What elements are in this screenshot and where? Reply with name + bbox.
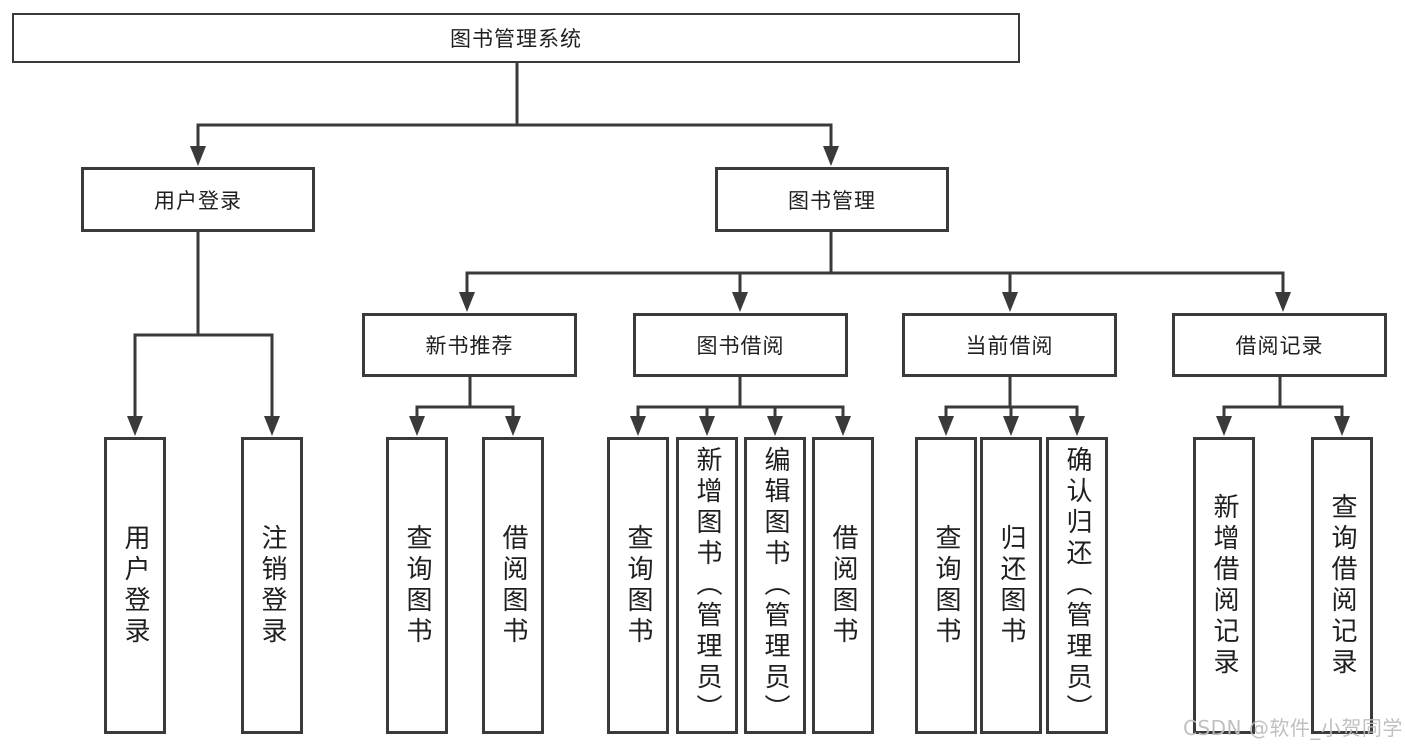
node-label: 确认归还（管理员） — [1062, 446, 1092, 725]
connector-current-borrow-children — [938, 377, 1085, 436]
arrowhead — [264, 416, 280, 436]
node-label: 借阅记录 — [1235, 334, 1324, 358]
leaf-query-books-rec: 查询图书 — [386, 437, 448, 734]
node-label: 新增借阅记录 — [1209, 492, 1239, 679]
leaf-logout: 注销登录 — [241, 437, 303, 734]
arrowhead — [1003, 416, 1019, 436]
leaf-add-books-admin: 新增图书（管理员） — [676, 437, 738, 734]
arrowhead — [1069, 416, 1085, 436]
node-label: 注销登录 — [257, 523, 287, 648]
connector-user-login-children — [127, 232, 280, 436]
csdn-watermark: CSDN @软件_小贺同学 — [1183, 716, 1403, 740]
node-label: 借阅图书 — [828, 523, 858, 648]
node-label: 用户登录 — [154, 188, 242, 213]
connector-borrow-records-children — [1216, 377, 1350, 436]
arrowhead — [630, 416, 646, 436]
node-current-borrow: 当前借阅 — [902, 313, 1117, 377]
connector-book-mgmt-children — [459, 232, 1291, 312]
node-user-login: 用户登录 — [81, 167, 315, 232]
leaf-query-books: 查询图书 — [607, 437, 669, 734]
arrowhead — [190, 146, 206, 166]
node-label: 当前借阅 — [965, 334, 1054, 358]
arrowhead — [505, 416, 521, 436]
arrowhead — [409, 416, 425, 436]
arrowhead — [127, 416, 143, 436]
node-root-system: 图书管理系统 — [12, 13, 1020, 63]
node-label: 查询图书 — [402, 523, 432, 648]
node-book-management: 图书管理 — [715, 167, 949, 232]
leaf-return-books: 归还图书 — [980, 437, 1042, 734]
node-label: 查询图书 — [931, 523, 961, 648]
leaf-add-borrow-record: 新增借阅记录 — [1193, 437, 1255, 734]
arrowhead — [938, 416, 954, 436]
leaf-borrow-books: 借阅图书 — [812, 437, 874, 734]
arrowhead — [732, 292, 748, 312]
leaf-query-borrow-record: 查询借阅记录 — [1311, 437, 1373, 734]
node-label: 图书管理 — [788, 188, 876, 213]
node-label: 新书推荐 — [425, 334, 514, 358]
arrowhead — [459, 292, 475, 312]
node-borrow-records: 借阅记录 — [1172, 313, 1387, 377]
arrowhead — [835, 416, 851, 436]
leaf-query-books-current: 查询图书 — [915, 437, 977, 734]
node-label: 归还图书 — [996, 523, 1026, 648]
arrowhead — [1334, 416, 1350, 436]
connector-root-to-level2 — [190, 63, 839, 166]
node-label: 查询图书 — [623, 523, 653, 648]
node-label: 用户登录 — [120, 523, 150, 648]
node-label: 借阅图书 — [498, 523, 528, 648]
connector-new-rec-children — [409, 377, 521, 436]
leaf-user-login: 用户登录 — [104, 437, 166, 734]
node-label: 图书管理系统 — [450, 27, 582, 51]
arrowhead — [823, 146, 839, 166]
leaf-borrow-books-rec: 借阅图书 — [482, 437, 544, 734]
leaf-confirm-return-admin: 确认归还（管理员） — [1046, 437, 1108, 734]
node-label: 新增图书（管理员） — [692, 446, 722, 725]
node-label: 编辑图书（管理员） — [760, 446, 790, 725]
arrowhead — [1002, 292, 1018, 312]
node-new-book-recommend: 新书推荐 — [362, 313, 577, 377]
arrowhead — [1216, 416, 1232, 436]
node-label: 查询借阅记录 — [1327, 492, 1357, 679]
leaf-edit-books-admin: 编辑图书（管理员） — [744, 437, 806, 734]
arrowhead — [1275, 292, 1291, 312]
arrowhead — [699, 416, 715, 436]
connector-book-borrow-children — [630, 377, 851, 436]
arrowhead — [767, 416, 783, 436]
node-label: 图书借阅 — [696, 334, 785, 358]
node-book-borrow: 图书借阅 — [633, 313, 848, 377]
